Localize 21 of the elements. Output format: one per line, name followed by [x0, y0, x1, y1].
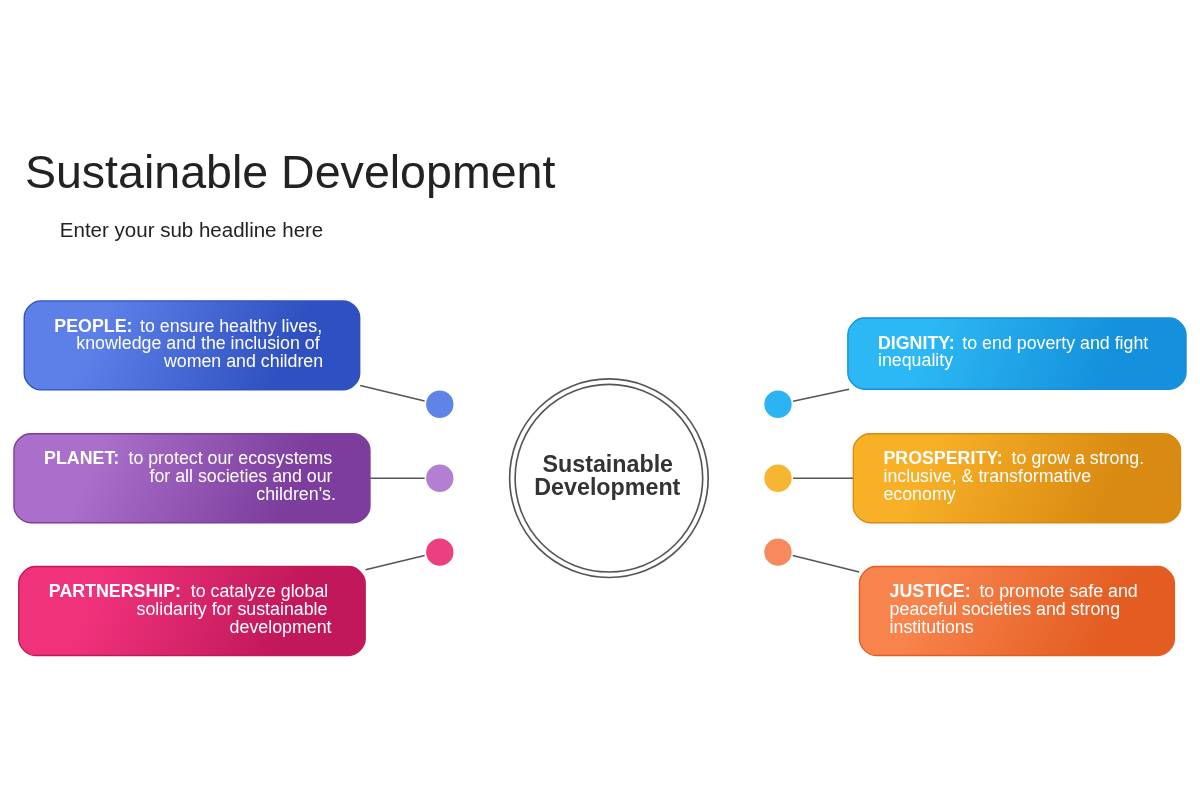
diagram-title: Sustainable Development [24, 145, 556, 198]
node-circle [423, 535, 457, 569]
connector [369, 476, 426, 479]
node-circle [761, 535, 795, 569]
node-box: JUSTICE: to promote safe and peaceful societies and strong institutions [858, 565, 1176, 656]
label: Enter your sub headline here [59, 217, 324, 241]
connector [359, 384, 426, 402]
connector [364, 554, 426, 570]
node-box: PEOPLE: to ensure healthy lives, knowledge and the inclusion of women and children [23, 299, 361, 391]
node-circle [423, 387, 457, 421]
node-circle: Sustainable Development [508, 377, 709, 578]
node-box: DIGNITY: to end poverty and fight inequality [847, 316, 1187, 390]
connector [792, 388, 850, 402]
connector [792, 476, 854, 479]
connector [792, 554, 860, 573]
node-circle [761, 461, 795, 495]
node-circle [761, 387, 795, 421]
node-box: PARTNERSHIP: to catalyze global solidarity for sustainable development [18, 565, 366, 656]
node-circle [423, 461, 457, 495]
node-box: PLANET: to protect our ecosystems for all societies and our children's. [13, 432, 371, 523]
node-box: PROSPERITY: to grow a strong. inclusive, & transformative economy [852, 432, 1182, 523]
